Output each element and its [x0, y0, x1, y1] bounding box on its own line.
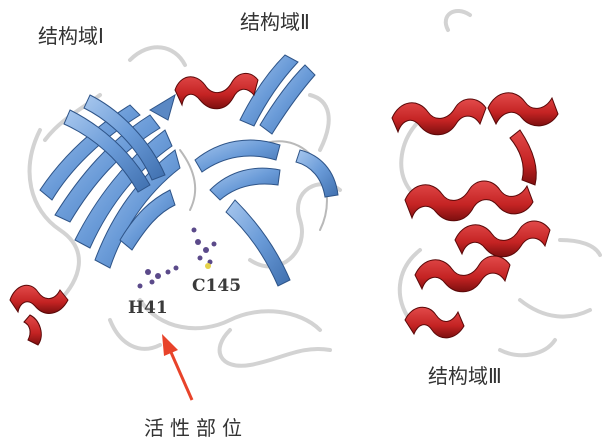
active-site-arrow	[162, 334, 192, 400]
residue-c145-label: C145	[192, 278, 241, 295]
domain-1-label: 结构域Ⅰ	[38, 26, 104, 46]
residue-h41-label: H41	[128, 300, 168, 317]
active-site-label: 活性部位	[144, 418, 248, 438]
sulfur-atom	[205, 263, 211, 269]
domain-3-label: 结构域Ⅲ	[428, 366, 502, 386]
domain-2-label: 结构域Ⅱ	[240, 12, 310, 32]
domain-2-beta-sheet	[195, 55, 338, 286]
domain-3-alpha-helices	[392, 93, 558, 338]
